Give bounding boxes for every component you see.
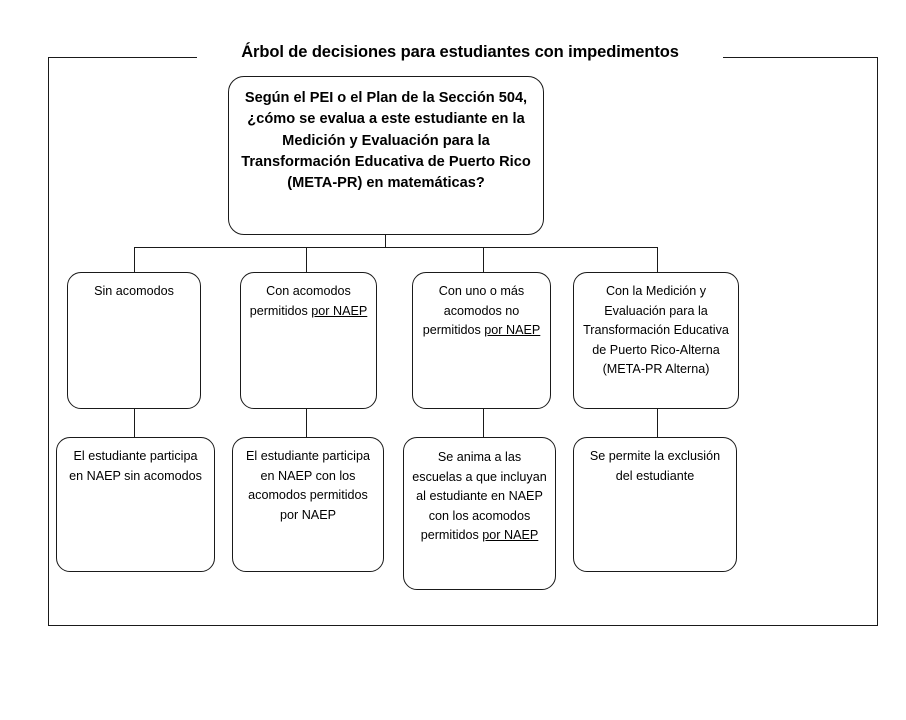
naep-underlined-term: por NAEP bbox=[311, 303, 368, 318]
outcome-text-participa-sin-acomodos: El estudiante participa en NAEP sin acom… bbox=[69, 449, 202, 483]
root-question-text: Según el PEI o el Plan de la Sección 504… bbox=[241, 90, 531, 192]
outcome-node-participa-con-acomodos: El estudiante participa en NAEP con los … bbox=[232, 437, 384, 572]
connector-bus-drop-2 bbox=[306, 247, 308, 273]
connector-link-3 bbox=[483, 409, 485, 438]
condition-node-con-acomodos-permitidos: Con acomodos permitidos por NAEP bbox=[240, 272, 377, 409]
connector-link-1 bbox=[134, 409, 136, 438]
connector-bus-drop-3 bbox=[483, 247, 485, 273]
condition-text-con-acomodos-permitidos: Con acomodos permitidos por NAEP bbox=[249, 284, 368, 318]
connector-link-4 bbox=[657, 409, 659, 438]
condition-text-acomodos-no-permitidos: Con uno o más acomodos no permitidos por… bbox=[422, 284, 541, 338]
connector-horizontal-bus bbox=[134, 247, 658, 249]
diagram-frame-top-left-rule bbox=[48, 57, 197, 58]
connector-bus-drop-1 bbox=[134, 247, 136, 273]
condition-node-sin-acomodos: Sin acomodos bbox=[67, 272, 201, 409]
naep-underlined-term: por NAEP bbox=[484, 323, 541, 338]
outcome-node-participa-sin-acomodos: El estudiante participa en NAEP sin acom… bbox=[56, 437, 215, 572]
root-question-node: Según el PEI o el Plan de la Sección 504… bbox=[228, 76, 544, 235]
outcome-node-exclusion-permitida: Se permite la exclusión del estudiante bbox=[573, 437, 737, 572]
connector-root-stem bbox=[385, 235, 387, 248]
diagram-title: Árbol de decisiones para estudiantes con… bbox=[197, 43, 723, 62]
condition-text-sin-acomodos: Sin acomodos bbox=[94, 284, 174, 298]
outcome-text-exclusion-permitida: Se permite la exclusión del estudiante bbox=[589, 449, 721, 483]
diagram-frame-top-right-rule bbox=[723, 57, 878, 58]
outcome-text-participa-con-acomodos: El estudiante participa en NAEP con los … bbox=[246, 449, 370, 522]
diagram-frame bbox=[48, 57, 878, 626]
outcome-text-se-anima-escuelas: Se anima a las escuelas a que incluyan a… bbox=[412, 450, 547, 543]
connector-link-2 bbox=[306, 409, 308, 438]
condition-node-meta-pr-alterna: Con la Medición y Evaluación para la Tra… bbox=[573, 272, 739, 409]
outcome-node-se-anima-escuelas: Se anima a las escuelas a que incluyan a… bbox=[403, 437, 556, 590]
condition-node-acomodos-no-permitidos: Con uno o más acomodos no permitidos por… bbox=[412, 272, 551, 409]
connector-bus-drop-4 bbox=[657, 247, 659, 273]
condition-text-meta-pr-alterna: Con la Medición y Evaluación para la Tra… bbox=[583, 284, 729, 377]
naep-underlined-term: por NAEP bbox=[482, 528, 539, 543]
